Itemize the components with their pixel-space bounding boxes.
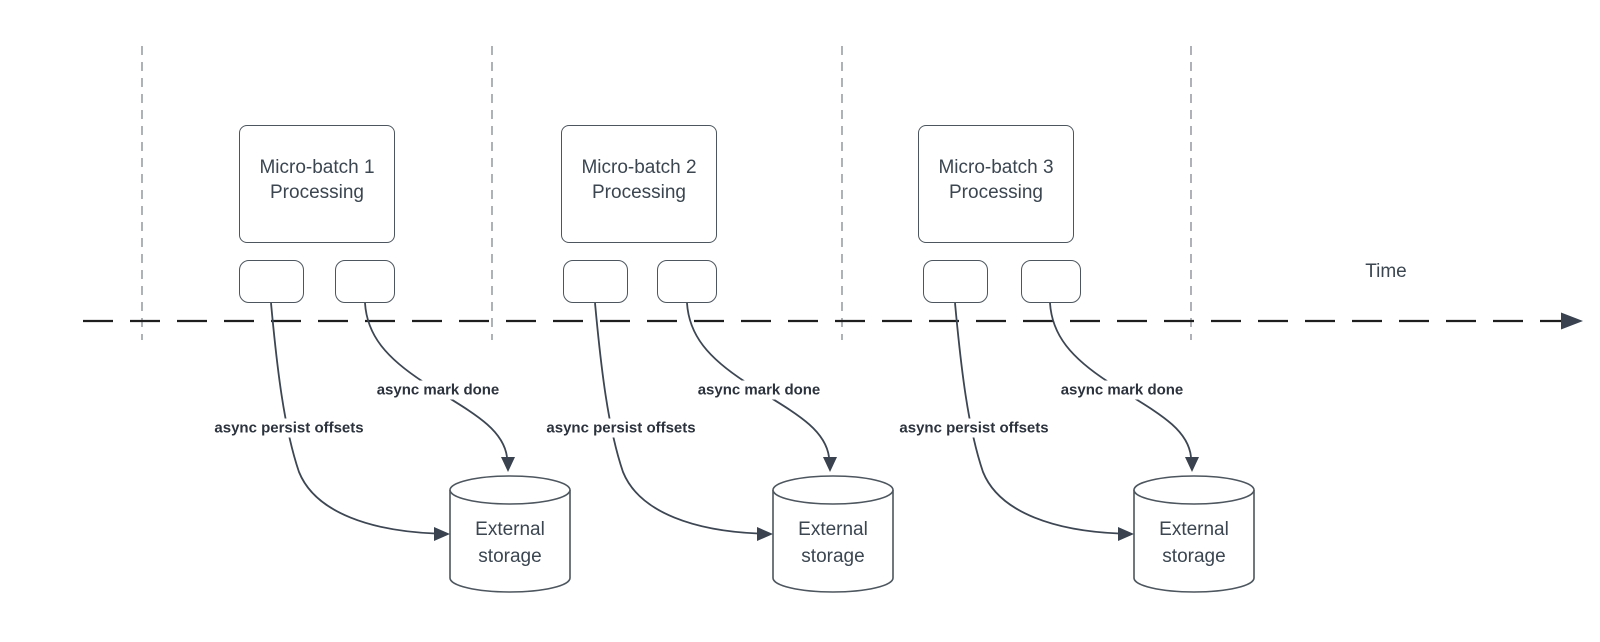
persist-offsets-arrow-label: async persist offsets — [211, 418, 367, 438]
persist-offsets-arrow — [594, 302, 759, 535]
persist-offsets-arrowhead-icon — [1118, 527, 1134, 541]
persist-offsets-task-box — [239, 260, 304, 303]
micro-batch-box-title-line1: Micro-batch 3 — [938, 157, 1054, 178]
micro-batch-box-title-line2: Processing — [270, 182, 364, 203]
mark-done-arrowhead-icon — [823, 457, 837, 472]
external-storage-cylinder — [772, 490, 894, 593]
mark-done-arrow-label: async mark done — [694, 380, 824, 400]
persist-offsets-arrow — [954, 302, 1120, 535]
external-storage-cylinder-top — [449, 475, 571, 505]
external-storage-label: External storage — [798, 516, 868, 570]
external-storage-label-line2: storage — [801, 546, 865, 567]
persist-offsets-arrowhead-icon — [757, 527, 773, 541]
persist-offsets-task-box — [923, 260, 988, 303]
mark-done-task-box — [657, 260, 717, 303]
micro-batch-box-title-line2: Processing — [949, 182, 1043, 203]
external-storage-label-line2: storage — [1162, 546, 1226, 567]
external-storage-cylinder — [449, 490, 571, 593]
external-storage-label: External storage — [1159, 516, 1229, 570]
external-storage-label-line1: External — [1159, 519, 1229, 540]
external-storage-label-line1: External — [475, 519, 545, 540]
persist-offsets-arrow — [270, 302, 436, 535]
external-storage-cylinder — [1133, 490, 1255, 593]
micro-batch-box-title-line1: Micro-batch 2 — [581, 157, 697, 178]
persist-offsets-arrowhead-icon — [434, 527, 450, 541]
micro-batch-processing-box: Micro-batch 2 Processing — [561, 125, 717, 243]
micro-batch-box-title-line2: Processing — [592, 182, 686, 203]
external-storage-cylinder-top — [772, 475, 894, 505]
external-storage-cylinder-top — [1133, 475, 1255, 505]
external-storage-label-line2: storage — [478, 546, 542, 567]
mark-done-arrow-label: async mark done — [373, 380, 503, 400]
micro-batch-box-title-line1: Micro-batch 1 — [259, 157, 375, 178]
mark-done-task-box — [335, 260, 395, 303]
persist-offsets-task-box — [563, 260, 628, 303]
external-storage-label: External storage — [475, 516, 545, 570]
persist-offsets-arrow-label: async persist offsets — [543, 418, 699, 438]
persist-offsets-arrow-label: async persist offsets — [896, 418, 1052, 438]
external-storage-label-line1: External — [798, 519, 868, 540]
mark-done-task-box — [1021, 260, 1081, 303]
mark-done-arrowhead-icon — [1185, 457, 1199, 472]
time-axis-label: Time — [1365, 261, 1407, 282]
micro-batch-processing-box: Micro-batch 3 Processing — [918, 125, 1074, 243]
time-axis-arrowhead-icon — [1561, 312, 1583, 330]
mark-done-arrowhead-icon — [501, 457, 515, 472]
micro-batch-processing-box: Micro-batch 1 Processing — [239, 125, 395, 243]
mark-done-arrow-label: async mark done — [1057, 380, 1187, 400]
